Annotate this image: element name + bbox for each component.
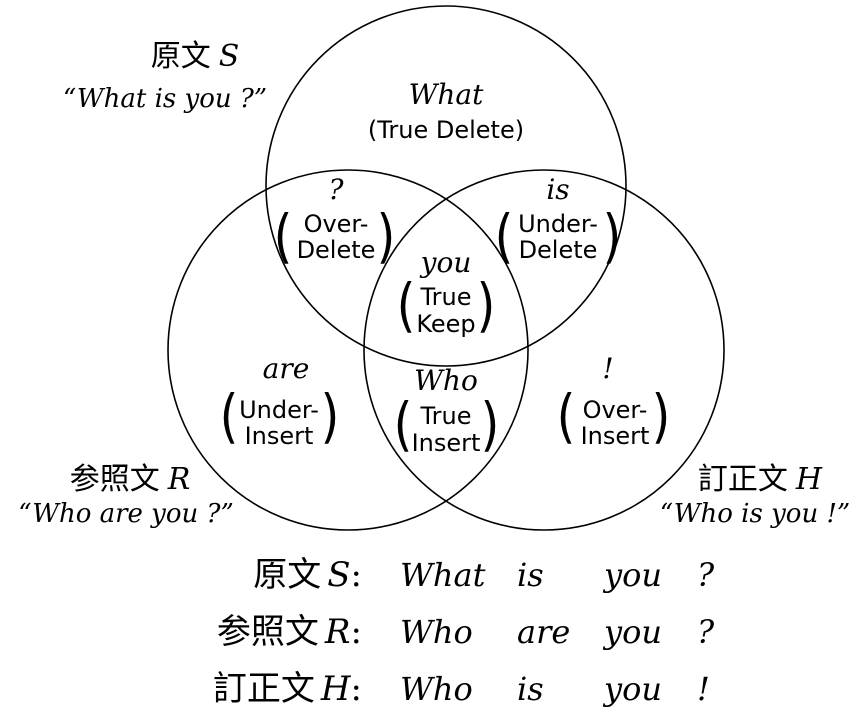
region-category-line2: Keep [416,310,475,338]
row-token: you [602,613,662,651]
region-category-line2: Insert [412,429,481,457]
paren-left: ( [394,391,413,458]
region-word: is [546,173,569,206]
region-category-line2: Delete [297,236,376,264]
circle-reference [167,169,529,531]
region-word: are [263,352,310,385]
paren-left: ( [274,203,293,270]
paren-left: ( [397,272,416,339]
region-category-line2: Delete [519,236,598,264]
region-category-line1: Under- [239,396,319,424]
region-category-line2: Insert [245,422,314,450]
region-s-h: is ( Under- Delete ) [495,173,622,270]
row-token: Who [400,613,473,651]
paren-left: ( [220,383,239,450]
row-token: are [517,613,570,651]
row-token: you [602,556,662,594]
region-word: ? [328,173,344,206]
paren-right: ) [603,203,622,270]
region-category-line1: True [420,402,472,430]
region-word: What [409,78,485,111]
region-category: (True Delete) [368,116,524,144]
paren-right: ) [481,391,500,458]
set-sentence-source: “What is you ?” [63,84,267,114]
paren-left: ( [495,203,514,270]
region-r-only: are ( Under- Insert ) [220,352,340,450]
set-sentence-hypothesis: “Who is you !” [660,499,850,529]
region-word: Who [414,364,478,397]
circle-hypothesis [363,169,725,531]
paren-right: ) [652,383,671,450]
paren-right: ) [321,383,340,450]
row-token: you [602,670,662,708]
region-h-only: ! ( Over- Insert ) [557,352,671,450]
row-token: ! [697,670,710,708]
circle-source [265,5,627,367]
region-category-line1: Under- [518,210,598,238]
region-s-r-h: you ( True Keep ) [397,246,496,339]
region-s-only: What (True Delete) [368,78,524,144]
region-word: you [419,246,472,279]
paren-right: ) [477,272,496,339]
region-category-line2: Insert [581,422,650,450]
row-token: ? [697,556,715,594]
region-category-line1: Over- [304,210,369,238]
region-word: ! [602,352,613,385]
region-category-line1: True [420,283,472,311]
row-token: Who [400,670,473,708]
row-token: What [400,556,486,594]
set-sentence-reference: “Who are you ?” [18,499,234,529]
paren-right: ) [377,203,396,270]
row-token: is [517,556,544,594]
region-r-h: Who ( True Insert ) [394,364,500,458]
paren-left: ( [557,383,576,450]
row-token: ? [697,613,715,651]
row-token: is [517,670,544,708]
region-s-r: ? ( Over- Delete ) [274,173,396,270]
region-category-line1: Over- [583,396,648,424]
